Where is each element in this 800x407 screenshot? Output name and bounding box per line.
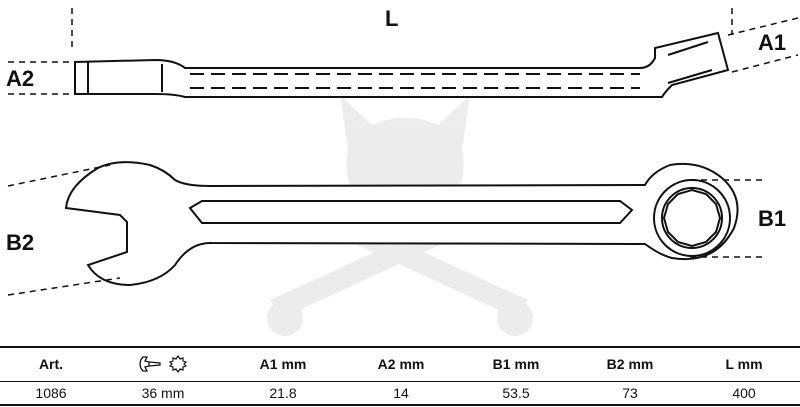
dimension-lines [7,8,799,296]
header-size [102,347,224,381]
wrench-dimension-drawing: L A2 A1 B1 B2 [6,6,799,336]
dimension-label-a2: A2 [6,66,34,91]
spec-table-container: Art. A1 mm A2 mm B1 mm B2 mm L mm [0,346,800,406]
dimension-label-l: L [385,6,398,31]
wrench-side-view [74,31,730,98]
cell-b2: 73 [622,384,638,401]
twelve-point-ring-icon [169,355,187,374]
size-symbols [139,355,187,374]
header-a2: A2 mm [377,356,425,373]
dimension-label-b1: B1 [758,206,786,231]
open-end-wrench-icon [139,356,161,373]
header-b2: B2 mm [606,356,654,373]
header-b1: B1 mm [492,356,540,373]
cell-b1: 53.5 [502,384,530,401]
dimension-label-b2: B2 [6,230,34,255]
cell-a1: 21.8 [269,384,297,401]
header-a1: A1 mm [259,356,307,373]
cell-l: 400 [732,384,756,401]
cell-size: 36 mm [141,384,185,401]
table-row: 1086 36 mm 21.8 14 53.5 73 400 [0,381,800,405]
spec-table: Art. A1 mm A2 mm B1 mm B2 mm L mm [0,346,800,406]
table-header-row: Art. A1 mm A2 mm B1 mm B2 mm L mm [0,347,800,381]
header-art: Art. [38,356,64,373]
wrench-front-view [64,161,739,287]
header-l: L mm [725,356,763,373]
cell-art: 1086 [35,384,67,401]
cell-a2: 14 [393,384,409,401]
dimension-label-a1: A1 [758,30,786,55]
